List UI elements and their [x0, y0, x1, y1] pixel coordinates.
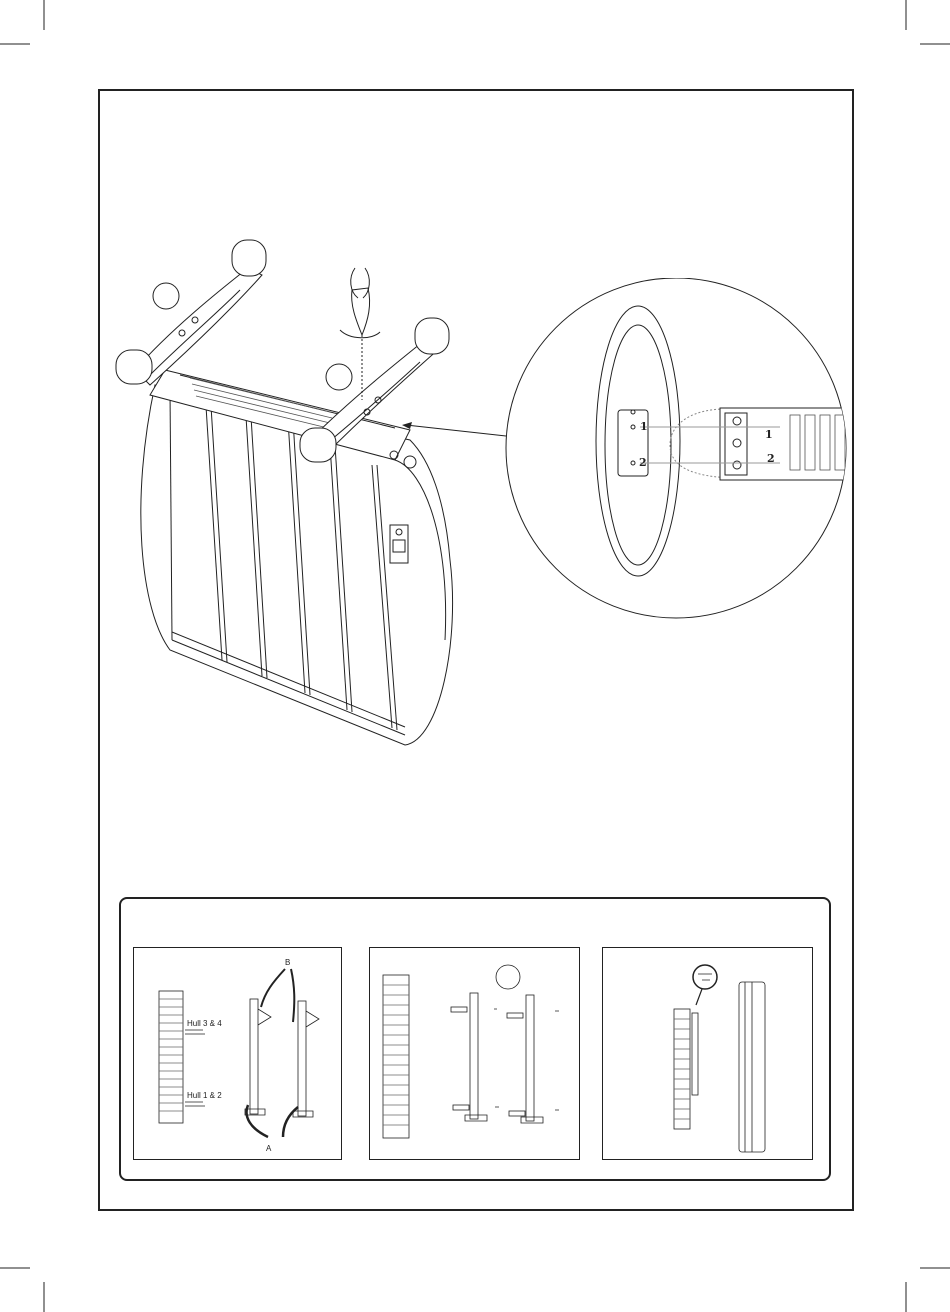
strip-label-2: 2 [767, 452, 775, 465]
strip-label-1: 1 [765, 428, 773, 441]
radiator-illustration [110, 230, 530, 760]
hole-label-1: 1 [640, 420, 648, 433]
upper-holes-label: Hull 3 & 4 [187, 1019, 222, 1028]
hole-label-2: 2 [639, 456, 647, 469]
step-3-drawing [602, 947, 813, 1160]
step-2-drawing [369, 947, 580, 1160]
step-1-drawing [133, 947, 342, 1160]
arrow-label-a: A [266, 1144, 271, 1153]
pointer-arrow [400, 420, 510, 440]
arrow-label-b: B [285, 958, 290, 967]
detail-magnifier [505, 278, 850, 623]
lower-holes-label: Hull 1 & 2 [187, 1091, 222, 1100]
